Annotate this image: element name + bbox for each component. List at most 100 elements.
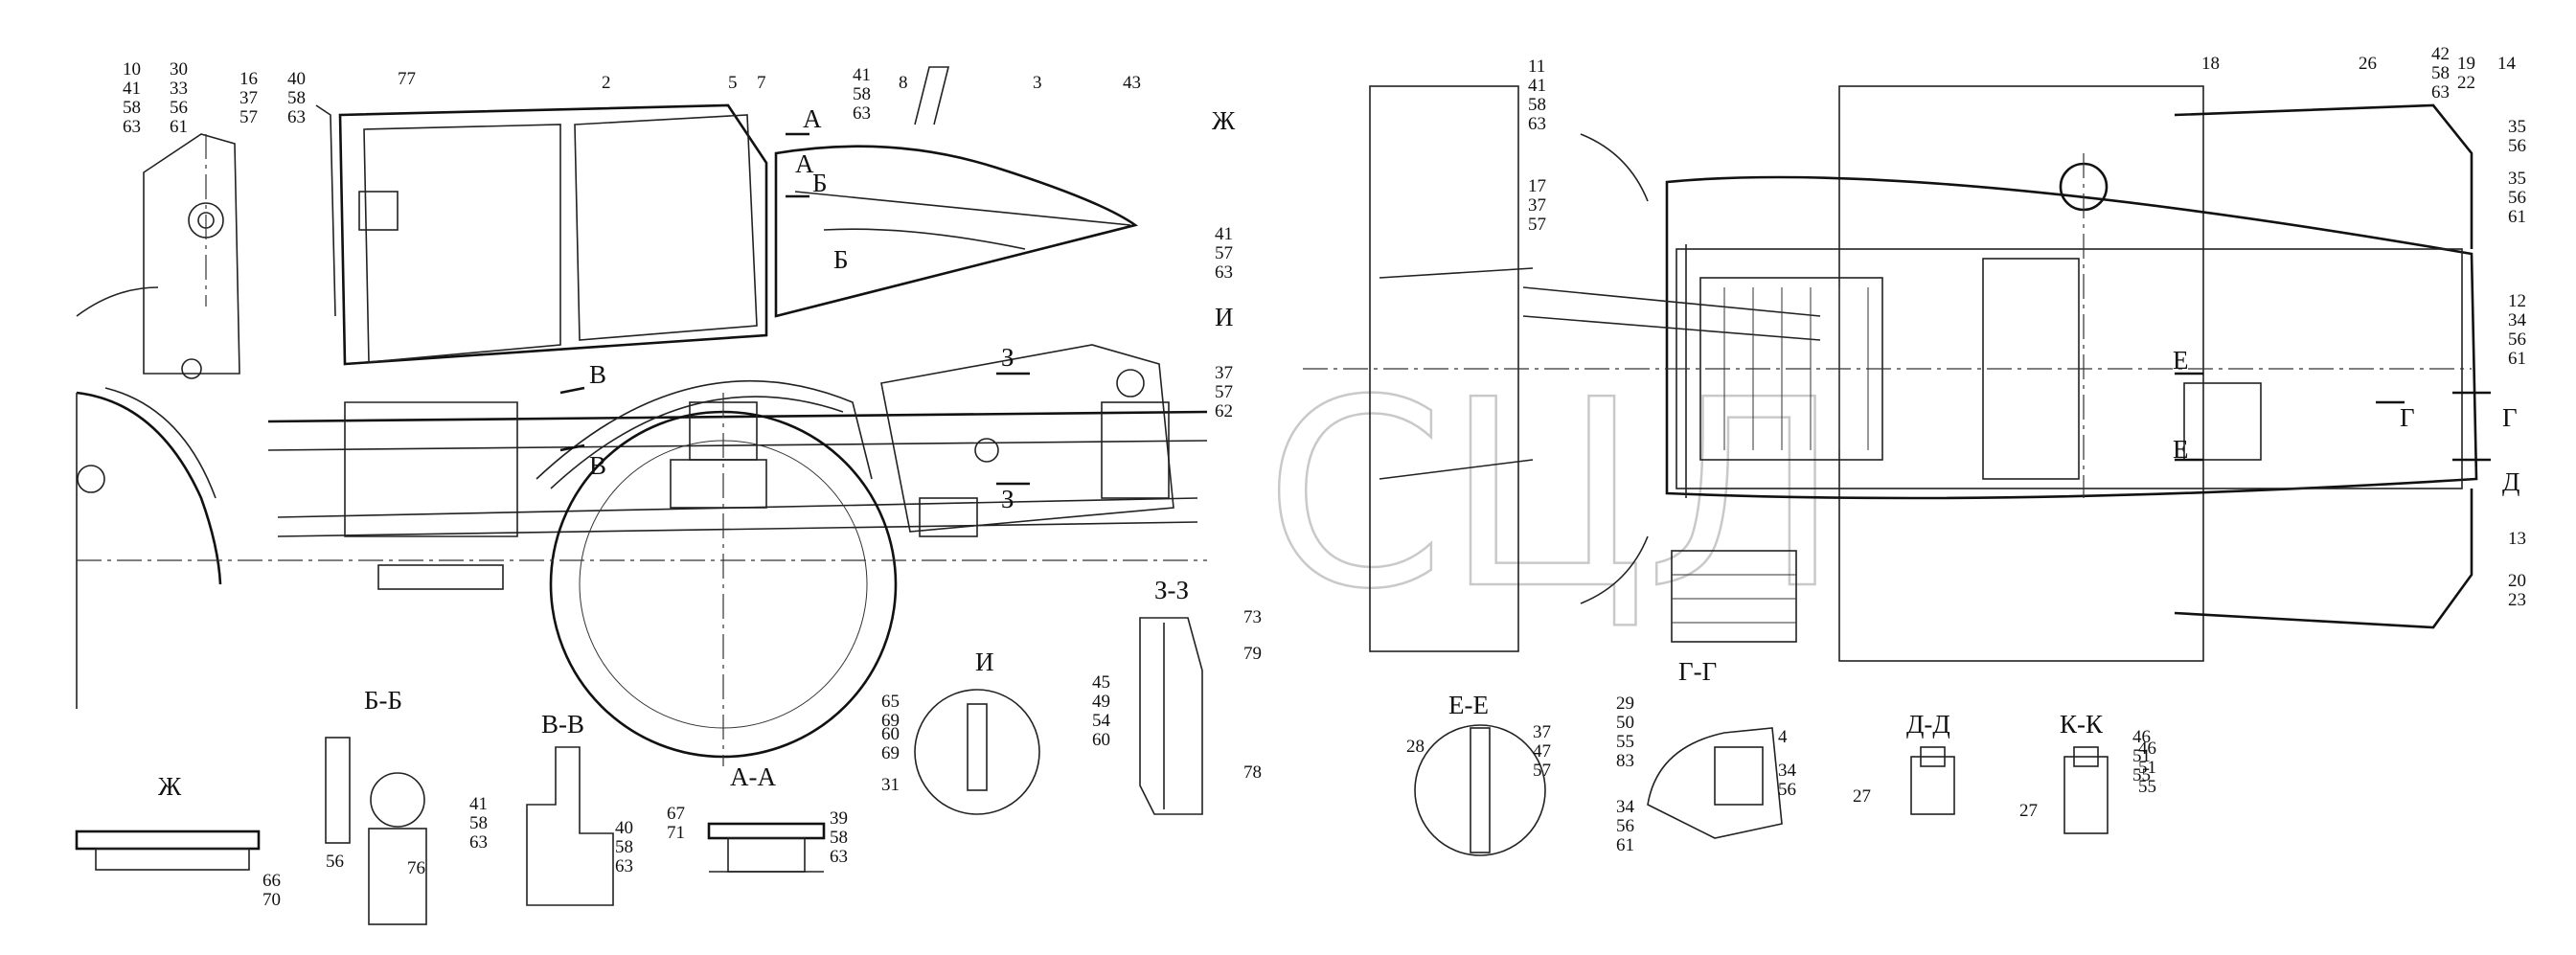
callout-number: 16 bbox=[239, 69, 258, 89]
callout-number: 58 bbox=[830, 828, 848, 848]
callout-number: 65 bbox=[881, 692, 900, 712]
callout-number: 70 bbox=[262, 890, 281, 910]
section-mark-z-bottom: З bbox=[1001, 485, 1014, 513]
callout-number: 63 bbox=[2431, 82, 2450, 102]
callout-number: 11 bbox=[1528, 57, 1545, 77]
section-mark-zh: Ж bbox=[1212, 106, 1236, 135]
callout-number: 63 bbox=[830, 847, 848, 867]
detail-i: И bbox=[914, 648, 1040, 815]
detail-g-g: Г-Г bbox=[1647, 657, 1783, 839]
section-mark-d: Д bbox=[2502, 467, 2519, 496]
callout-number: 55 bbox=[1616, 732, 1634, 752]
callout-number: 69 bbox=[881, 743, 900, 763]
callout-number: 3 bbox=[1033, 73, 1042, 93]
callout-number: 40 bbox=[615, 818, 633, 838]
detail-k-k: К-К bbox=[2060, 710, 2109, 834]
detail-e-e: Е-Е bbox=[1414, 691, 1546, 856]
callout-kk-1: 27 bbox=[2019, 801, 2038, 821]
callout-number: 56 bbox=[326, 852, 344, 872]
detail-zh: Ж bbox=[75, 772, 261, 871]
callout-number: 34 bbox=[1778, 761, 1797, 781]
section-mark-i: И bbox=[1215, 303, 1234, 331]
section-mark-v-bottom: В bbox=[589, 451, 606, 480]
callout-number: 20 bbox=[2508, 571, 2526, 591]
callout-number: 41 bbox=[853, 65, 871, 85]
callout-number: 63 bbox=[123, 117, 141, 137]
callout-number: 54 bbox=[1092, 711, 1111, 731]
callout-number: 57 bbox=[239, 107, 258, 127]
callout-number: 67 bbox=[667, 804, 685, 824]
callout-number: 46 bbox=[2132, 727, 2151, 747]
callout-number: 37 bbox=[1533, 722, 1551, 742]
detail-title-i: И bbox=[975, 648, 994, 676]
callout-number: 83 bbox=[1616, 751, 1634, 771]
callout-number: 14 bbox=[2497, 54, 2517, 74]
callout-number: 63 bbox=[469, 832, 488, 853]
callout-number: 37 bbox=[1215, 363, 1233, 383]
callout-number: 62 bbox=[1215, 401, 1233, 421]
callout-t11: 13 bbox=[2508, 529, 2526, 549]
callout-number: 55 bbox=[2132, 765, 2151, 785]
callout-number: 69 bbox=[881, 711, 900, 731]
detail-title-zh: Ж bbox=[158, 772, 182, 801]
callout-number: 39 bbox=[830, 808, 848, 829]
callout-number: 42 bbox=[2431, 44, 2450, 64]
callout-number: 79 bbox=[1243, 644, 1262, 664]
callout-number: 58 bbox=[1528, 95, 1546, 115]
callout-number: 29 bbox=[1616, 694, 1634, 714]
callout-number: 57 bbox=[1533, 761, 1551, 781]
callout-gg-1: 4 bbox=[1778, 727, 1788, 747]
section-mark-v-top: В bbox=[589, 360, 606, 389]
callout-c10: 8 bbox=[899, 73, 908, 93]
callout-number: 58 bbox=[287, 88, 306, 108]
callout-number: 8 bbox=[899, 73, 908, 93]
callout-number: 43 bbox=[1123, 73, 1141, 93]
callout-number: 78 bbox=[1243, 762, 1262, 783]
callout-c12: 43 bbox=[1123, 73, 1141, 93]
section-mark-z-top: З bbox=[1001, 343, 1014, 372]
callout-number: 7 bbox=[757, 73, 766, 93]
callout-number: 56 bbox=[2508, 136, 2526, 156]
callout-number: 41 bbox=[123, 79, 141, 99]
callout-number: 41 bbox=[1528, 76, 1546, 96]
callout-number: 71 bbox=[667, 823, 685, 843]
detail-title-e-e: Е-Е bbox=[1448, 691, 1489, 719]
top-view: Е Е Г Г Д bbox=[1303, 85, 2519, 662]
callout-number: 10 bbox=[123, 59, 141, 80]
callout-number: 50 bbox=[1616, 713, 1634, 733]
detail-b-b: Б-Б bbox=[325, 686, 427, 925]
callout-number: 58 bbox=[2431, 63, 2450, 83]
callout-number: 13 bbox=[2508, 529, 2526, 549]
side-view: А Б Б А В В Ж З З И bbox=[76, 66, 1236, 766]
callout-number: 61 bbox=[2508, 207, 2526, 227]
callout-number: 56 bbox=[1778, 780, 1796, 800]
callout-c5: 77 bbox=[398, 69, 416, 89]
callout-number: 28 bbox=[1406, 737, 1425, 757]
section-mark-e-top: Е bbox=[2173, 346, 2189, 375]
callout-number: 41 bbox=[469, 794, 488, 814]
callout-bb-1: 76 bbox=[407, 858, 425, 878]
detail-d-d: Д-Д bbox=[1906, 710, 1955, 815]
callout-number: 26 bbox=[2359, 54, 2377, 74]
callout-number: 35 bbox=[2508, 117, 2526, 137]
callout-number: 23 bbox=[2508, 590, 2526, 610]
callout-number: 56 bbox=[170, 98, 188, 118]
callout-zz-3: 78 bbox=[1243, 762, 1262, 783]
